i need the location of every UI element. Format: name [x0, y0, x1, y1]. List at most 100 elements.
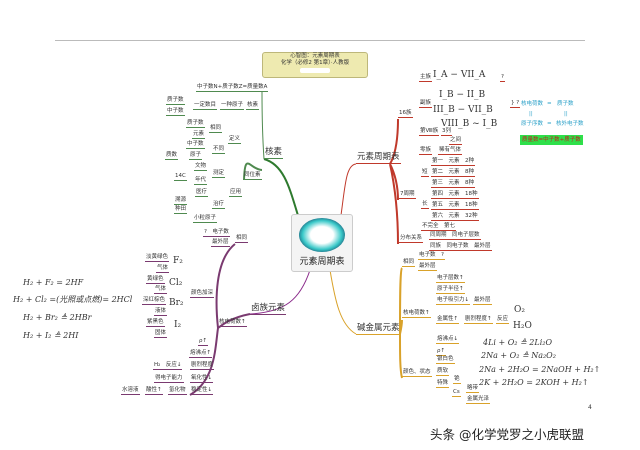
- periodic-node: 第Ⅷ族: [419, 128, 440, 136]
- note-atomic-number: 原子序数: [521, 121, 544, 127]
- halogen-node: 相同: [235, 235, 249, 243]
- note-proton: 质子数: [557, 101, 574, 107]
- branch-connector: [243, 162, 263, 181]
- branch-connector: [329, 269, 357, 335]
- alkali-node: 熔沸点↓: [436, 336, 460, 344]
- mass-number-highlight: 质量数=中子数+质子数: [520, 135, 583, 145]
- periodic-node: III_B − VII_B: [433, 105, 493, 115]
- branch-connector: [389, 118, 399, 245]
- halogen-node: 核电荷数↑: [218, 319, 247, 327]
- branch-alkali-metal: 碱金属元素: [356, 323, 401, 335]
- nucleus-node: 中子数: [166, 108, 185, 116]
- halogen-node: 氢化物: [168, 387, 187, 395]
- nucleus-node: 同位素: [243, 172, 262, 180]
- nucleus-node: 元素: [192, 131, 206, 139]
- title-blank: [300, 68, 330, 73]
- periodic-node: 16族: [398, 110, 413, 118]
- watermark: 头条 @化学党罗之小虎联盟: [430, 427, 584, 442]
- alkali-node: 铯: [453, 376, 461, 384]
- branch-halogen: 卤族元素: [250, 303, 287, 315]
- branch-periodic-table: 元素周期表: [356, 152, 401, 164]
- halogen-node: 颜色加深: [190, 290, 215, 298]
- branch-connector: [189, 243, 251, 396]
- periodic-node: 零族: [419, 147, 433, 155]
- title-box: 心智图：元素周期表 化学（必修2 第1章）·人教版: [262, 52, 368, 78]
- halogen-node: Br₂: [169, 298, 184, 308]
- note-par-1: ||: [529, 111, 533, 117]
- halogen-node: 氧化性↓: [190, 375, 214, 383]
- nucleus-node: 中子数: [186, 141, 205, 149]
- note-eq-2: =: [547, 121, 552, 127]
- periodic-node: 第五 元素 18种: [431, 202, 479, 210]
- halogen-equation: H₂ + Br₂ ≜ 2HBr: [23, 313, 92, 322]
- nucleus-node: 测定: [212, 170, 226, 178]
- periodic-node: 第三 元素 8种: [431, 180, 475, 188]
- halogen-node: 黄绿色: [146, 276, 165, 284]
- periodic-node: 之间: [449, 137, 463, 145]
- periodic-node: 不完全 第七: [421, 223, 457, 231]
- halogen-node: Cl₂: [169, 278, 183, 288]
- branch-connector: [399, 267, 403, 379]
- alkali-node: 最外层: [418, 263, 437, 271]
- halogen-node: ρ↑: [198, 338, 209, 346]
- branch-connector: [263, 158, 301, 223]
- alkali-equation: 2Na + O₂ ≜ Na₂O₂: [481, 351, 556, 360]
- alkali-node: 金属光泽: [466, 396, 491, 404]
- nucleus-node: 质子数: [166, 97, 185, 105]
- note-nuclear-charge: 核电荷数: [521, 101, 544, 107]
- central-label: 元素周期表: [299, 257, 345, 267]
- periodic-node: ?: [500, 74, 505, 82]
- alkali-node: 相同: [402, 259, 416, 267]
- nucleus-node: 中子数N+质子数Z=质量数A: [196, 84, 269, 92]
- nucleus-node: 种田: [174, 206, 188, 214]
- periodic-node: 第六 元素 32种: [431, 213, 479, 221]
- halogen-node: 气体: [154, 286, 168, 294]
- alkali-node: O₂: [514, 305, 525, 315]
- halogen-node: H₂ 反应↓: [153, 362, 183, 370]
- periodic-node: 长: [421, 201, 429, 209]
- nucleus-node: 不同: [212, 146, 226, 154]
- nucleus-node: 医疗: [195, 189, 209, 197]
- periodic-node: 主族: [419, 74, 433, 82]
- halogen-node: 气体: [156, 265, 170, 273]
- periodic-node: 稀有气体: [438, 147, 463, 155]
- periodic-node: } ?: [510, 100, 521, 108]
- nucleus-node: 溯源: [174, 197, 188, 205]
- halogen-node: I₂: [174, 320, 182, 330]
- periodic-node: 同周期 同电子层数: [429, 232, 481, 240]
- halogen-node: 稳定性↓: [190, 387, 214, 395]
- halogen-equation: H₂ + F₂ = 2HF: [23, 278, 84, 287]
- nucleus-node: 14C: [174, 173, 187, 181]
- halogen-node: 紫黑色: [146, 319, 165, 327]
- halogen-equation: H₂ + Cl₂ =(光照或点燃)= 2HCl: [13, 295, 133, 304]
- periodic-node: VIII_B ~ I_B: [441, 119, 498, 129]
- alkali-node: 电子数 ?: [418, 252, 445, 260]
- periodic-node: 同族 同电子数 最外层: [429, 243, 492, 251]
- alkali-node: 金属性↑: [436, 316, 460, 324]
- nucleus-node: 应用: [229, 189, 243, 197]
- rabbit-logo-icon: [299, 218, 345, 252]
- nucleus-node: 一种原子: [220, 102, 245, 110]
- halogen-node: 液体: [154, 308, 168, 316]
- nucleus-node: 文物: [194, 163, 208, 171]
- nucleus-node: 年代: [194, 177, 208, 185]
- periodic-node: 第二 元素 8种: [431, 169, 475, 177]
- halogen-node: 酸性↑: [145, 387, 163, 395]
- alkali-node: 质软: [436, 368, 450, 376]
- alkali-node: Cs: [452, 389, 461, 397]
- alkali-equation: 2Na + 2H₂O = 2NaOH + H₂↑: [479, 365, 601, 374]
- alkali-node: 特殊: [436, 380, 450, 388]
- branch-connector: [249, 269, 311, 315]
- nucleus-node: 相同: [209, 125, 223, 133]
- title-line-1: 心智图：元素周期表: [290, 53, 340, 59]
- halogen-node: 熔沸点↑: [189, 350, 213, 358]
- note-eq-1: =: [547, 101, 552, 107]
- periodic-node: 第四 元素 18种: [431, 191, 479, 199]
- nucleus-node: 质数: [165, 152, 179, 160]
- branch-connector: [261, 91, 265, 160]
- periodic-node: 副族: [419, 100, 433, 108]
- periodic-node: 短: [421, 169, 429, 177]
- halogen-node: 深红棕色: [142, 297, 167, 305]
